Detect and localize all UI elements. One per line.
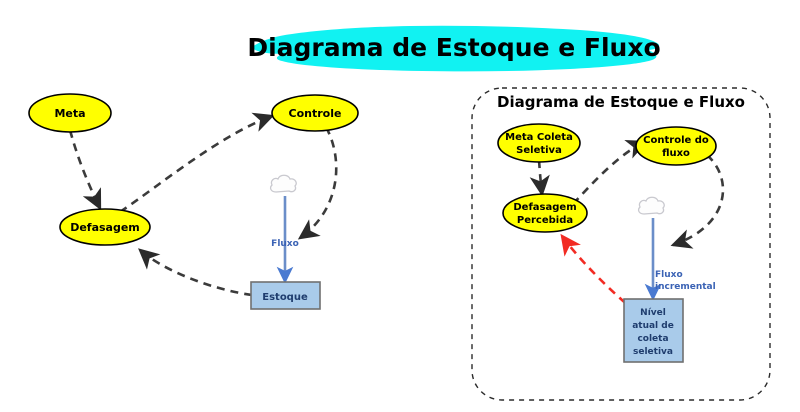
page-title: Diagrama de Estoque e Fluxo [247,33,660,62]
node-controle-label: Controle [289,107,342,120]
cloud-icon [269,174,297,193]
node-defasagem-percebida-label-line1: Defasagem [513,202,576,213]
node-meta-coleta-label-line2: Seletiva [516,145,562,156]
node-nivel-atual[interactable]: Nível atual de coleta seletiva [623,298,684,363]
node-defasagem-percebida-label-line2: Percebida [517,215,573,226]
node-defasagem-percebida[interactable]: Defasagem Percebida [502,193,588,233]
link-defasagem-to-controle [119,112,275,214]
node-estoque-label: Estoque [262,292,308,303]
link-controle-to-fluxo [297,126,338,240]
node-defasagem[interactable]: Defasagem [59,208,151,246]
node-controle-fluxo-label-line2: fluxo [662,148,690,159]
panel-border [471,87,771,401]
link-estoque-to-defasagem [138,248,253,297]
panel-title: Diagrama de Estoque e Fluxo [497,93,745,111]
flow-label-fluxo-line1: Fluxo [655,270,683,280]
right-diagram: Diagrama de Estoque e Fluxo Meta Coleta … [471,87,771,401]
node-nivel-label-line4: seletiva [633,347,673,357]
title-banner-shape [252,25,660,72]
node-defasagem-label: Defasagem [70,221,140,234]
link-meta-to-defasagem-right [529,159,550,197]
node-meta-label: Meta [54,107,85,120]
node-meta[interactable]: Meta [28,93,112,133]
node-controle[interactable]: Controle [271,94,359,132]
left-diagram: Meta Controle Defasagem Estoque Fluxo [28,93,359,310]
node-meta-coleta-seletiva[interactable]: Meta Coleta Seletiva [497,123,581,163]
link-meta-to-defasagem [68,129,102,211]
node-controle-do-fluxo[interactable]: Controle do fluxo [635,126,717,166]
flow-label-fluxo-line2: incremental [655,282,716,292]
link-nivel-to-defasagem-right red [560,233,637,314]
flow-label-fluxo: Fluxo [271,239,299,249]
node-nivel-label-line3: coleta [637,334,668,344]
node-meta-coleta-label-line1: Meta Coleta [505,132,573,143]
title-banner-group: Diagrama de Estoque e Fluxo [247,25,661,72]
link-defasagem-to-controle-right [572,139,648,205]
node-nivel-label-line1: Nível [640,308,666,318]
node-controle-fluxo-label-line1: Controle do [643,135,709,146]
cloud-icon [637,196,665,215]
link-controle-to-fluxo-right [670,154,725,249]
node-nivel-label-line2: atual de [632,321,674,331]
node-estoque[interactable]: Estoque [250,281,321,310]
